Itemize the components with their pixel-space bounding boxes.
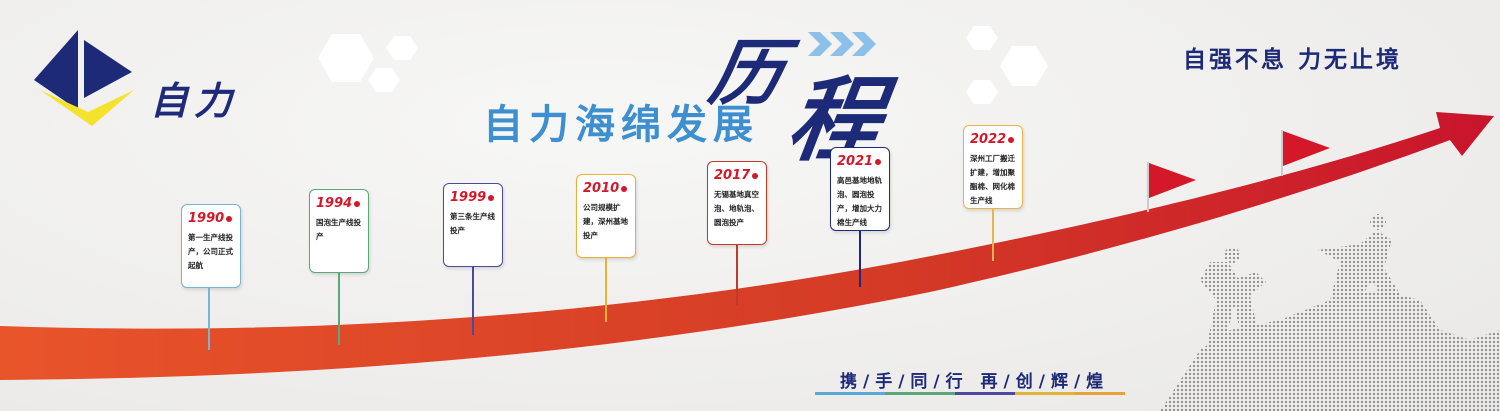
milestone-card: 2010 公司规模扩建，深州基地投产 <box>576 174 636 258</box>
milestone-year: 2010 <box>583 181 629 197</box>
hexagon-decor-left <box>318 34 418 92</box>
milestone-desc: 公司规模扩建，深州基地投产 <box>583 203 628 240</box>
milestone-year: 1999 <box>450 190 496 206</box>
milestone-card: 2022 深州工厂搬迁扩建，增加聚酯棉、网化棉生产线 <box>963 125 1023 209</box>
milestone-stem <box>338 273 340 345</box>
flag-icon <box>1147 130 1330 212</box>
milestone-year: 1994 <box>316 196 362 212</box>
milestone-stem <box>736 245 738 305</box>
milestone-card: 2021 高邑基地地轨泡、圆泡投产，增加大力棉生产线 <box>830 147 890 231</box>
milestone-desc: 高邑基地地轨泡、圆泡投产，增加大力棉生产线 <box>837 176 882 227</box>
milestone-desc: 国泡生产线投产 <box>316 218 361 241</box>
milestone-stem <box>992 209 994 261</box>
climbers-illustration <box>1160 214 1500 411</box>
milestone-year: 2017 <box>714 168 760 184</box>
milestone-year: 2022 <box>970 132 1016 148</box>
milestone-card: 1999 第三条生产线投产 <box>443 183 503 267</box>
milestone-stem <box>208 288 210 350</box>
milestone-stem <box>472 267 474 335</box>
milestone-stem <box>859 231 861 287</box>
milestone-card: 1994 国泡生产线投产 <box>309 189 369 273</box>
main-title: 自力海绵发展 <box>483 102 759 148</box>
slogan-top: 自强不息 力无止境 <box>1183 47 1403 73</box>
growth-road <box>0 112 1494 380</box>
company-logo <box>34 30 134 126</box>
milestone-year: 2021 <box>837 154 883 170</box>
milestone-card: 1990 第一生产线投产，公司正式起航 <box>181 204 241 288</box>
milestone-desc: 第一生产线投产，公司正式起航 <box>188 233 233 270</box>
chevron-arrows-decor <box>808 32 876 56</box>
hexagon-decor-right <box>966 26 1048 104</box>
color-underline <box>815 392 1125 395</box>
milestone-desc: 第三条生产线投产 <box>450 212 495 235</box>
milestone-year: 1990 <box>188 211 234 227</box>
brand-name: 自力 <box>150 78 239 123</box>
milestone-card: 2017 无锡基地真空泡、地轨泡、圆泡投产 <box>707 161 767 245</box>
milestone-desc: 深州工厂搬迁扩建，增加聚酯棉、网化棉生产线 <box>970 154 1015 205</box>
milestone-stem <box>605 258 607 322</box>
milestone-desc: 无锡基地真空泡、地轨泡、圆泡投产 <box>714 190 759 227</box>
slogan-bottom: 携/手/同/行 再/创/辉/煌 <box>840 372 1110 392</box>
